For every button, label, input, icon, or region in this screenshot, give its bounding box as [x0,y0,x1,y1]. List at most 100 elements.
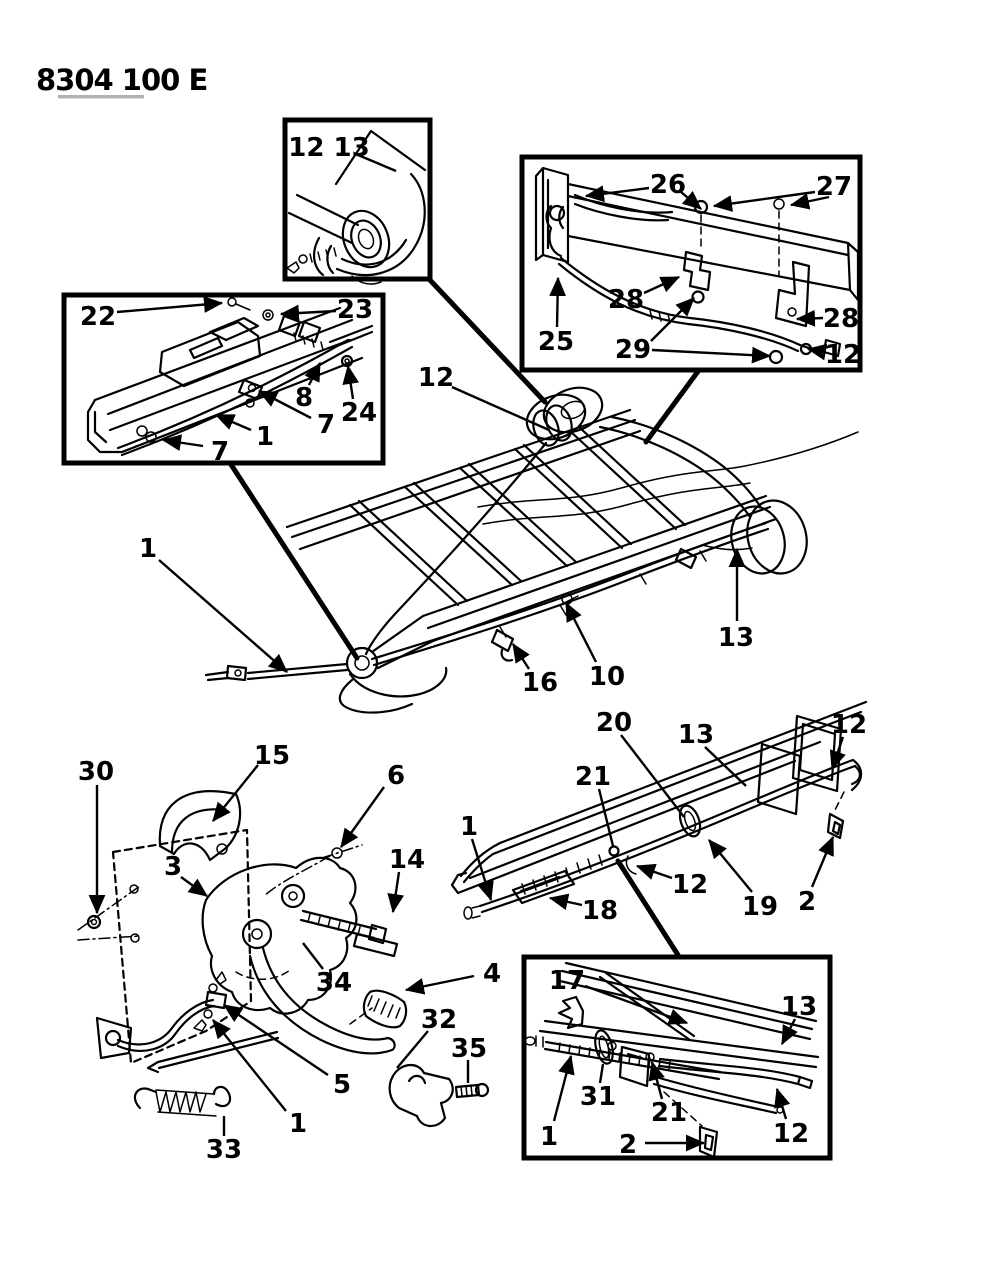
fine-print-strip [58,95,144,99]
callout-1-leader [212,1019,287,1112]
inset-frame-rear-box [519,154,863,373]
callout-12-leader [829,736,846,771]
callout-label-pedal-assembly-35: 35 [451,1034,487,1064]
callout-label-pedal-assembly-3: 3 [164,852,182,882]
pedal-assembly [77,790,490,1128]
callout-label-adjuster-inset-12: 12 [773,1119,809,1149]
callout-label-pedal-assembly-30: 30 [78,757,114,787]
callout-label-rear-drum-inset-12-13: 12 13 [288,133,369,163]
callout-26-leader [584,185,650,203]
callout-12-leader [635,863,673,880]
callout-label-adjuster-inset-31: 31 [580,1082,616,1112]
callout-12-13-leader [357,153,397,173]
callout-29-leader [651,346,772,364]
callout-label-frame-rear-inset-12: 12 [825,340,861,370]
callout-1-leader [470,838,494,902]
callout-10-leader [564,601,598,663]
callout-label-adjuster-inset-17: 17 [549,966,585,996]
callout-21-leader [597,788,615,847]
callout-23-leader [279,304,337,322]
callout-label-rail-assembly-1: 1 [460,812,478,842]
callout-label-crossmember-inset-7: 7 [317,410,335,440]
callout-label-pedal-assembly-34: 34 [316,968,352,998]
callout-label-frame-rear-inset-29: 29 [615,335,651,365]
inset-crossmember-box [61,292,386,466]
callout-13-leader [704,746,747,787]
callout-27-leader [789,193,830,210]
callout-16-leader [511,642,531,670]
callout-label-rail-assembly-20: 20 [596,708,632,738]
inset-leader-lines [227,276,702,958]
callout-5-leader [223,1004,329,1076]
callout-label-rail-assembly-19: 19 [742,892,778,922]
callout-label-adjuster-inset-1: 1 [540,1122,558,1152]
callout-label-frame-rear-inset-25: 25 [538,327,574,357]
frame-rail-cable-assembly [450,700,868,920]
callout-label-adjuster-inset-21: 21 [651,1098,687,1128]
callout-14-leader [387,871,404,914]
callout-7-leader [161,434,204,451]
callout-15-leader [212,764,259,822]
callout-label-pedal-assembly-5: 5 [333,1070,351,1100]
callout-34-leader [302,942,324,970]
callout-label-rail-assembly-18: 18 [582,896,618,926]
callout-label-rail-assembly-12: 12 [831,710,867,740]
callout-12-leader [806,343,828,361]
callout-17-leader [584,984,689,1025]
callout-label-chassis-16: 16 [522,668,558,698]
callout-label-rail-assembly-13: 13 [678,720,714,750]
callout-8-leader [304,361,322,386]
callout-1-leader [158,559,288,673]
callout-25-leader [549,276,567,328]
chassis-overview [204,386,859,714]
callout-12-leader [774,1087,791,1120]
callout-label-adjuster-inset-2: 2 [619,1130,637,1160]
callout-label-chassis-12: 12 [418,363,454,393]
callout-21-leader [648,1060,665,1100]
callout-28-leader [795,309,824,327]
callout-26-leader [680,190,702,210]
callout-label-rail-assembly-12: 12 [672,870,708,900]
callout-20-leader [620,734,685,818]
callout-label-crossmember-inset-23: 23 [337,295,373,325]
callout-label-crossmember-inset-8: 8 [295,383,313,413]
callout-label-crossmember-inset-22: 22 [80,302,116,332]
callout-2-leader [810,835,835,888]
callout-label-frame-rear-inset-27: 27 [816,172,852,202]
callout-label-frame-rear-inset-26: 26 [650,170,686,200]
callout-1-leader [552,1054,575,1122]
callout-28-leader [643,275,681,295]
callout-label-pedal-assembly-33: 33 [206,1135,242,1165]
callout-label-pedal-assembly-32: 32 [421,1005,457,1035]
callout-12-leader [451,385,550,432]
callout-label-chassis-10: 10 [589,662,625,692]
callout-4-leader [404,974,475,995]
callout-label-crossmember-inset-24: 24 [341,398,377,428]
callout-label-chassis-13: 13 [718,623,754,653]
callout-label-pedal-assembly-14: 14 [389,845,425,875]
callout-label-frame-rear-inset-28: 28 [823,304,859,334]
callout-13-leader [780,1018,798,1046]
callout-22-leader [116,296,224,314]
callout-32-leader [396,1030,429,1069]
callout-6-leader [340,786,385,848]
callout-31-leader [598,1063,605,1084]
callout-label-crossmember-inset-7: 7 [211,437,229,467]
callout-label-adjuster-inset-13: 13 [781,992,817,1022]
callout-7-leader [257,389,312,420]
callout-29-leader [650,297,695,342]
callout-1-leader [214,413,252,432]
callout-24-leader [342,364,360,400]
callout-label-rail-assembly-21: 21 [575,762,611,792]
callout-label-pedal-assembly-4: 4 [483,959,501,989]
drawing-number: 8304 100 E [36,63,207,97]
callout-19-leader [708,839,753,893]
callout-label-rail-assembly-2: 2 [798,887,816,917]
callout-3-leader [180,876,208,897]
inset-adjuster-box [521,954,833,1161]
callout-label-chassis-1: 1 [139,534,157,564]
callout-label-pedal-assembly-1: 1 [289,1109,307,1139]
